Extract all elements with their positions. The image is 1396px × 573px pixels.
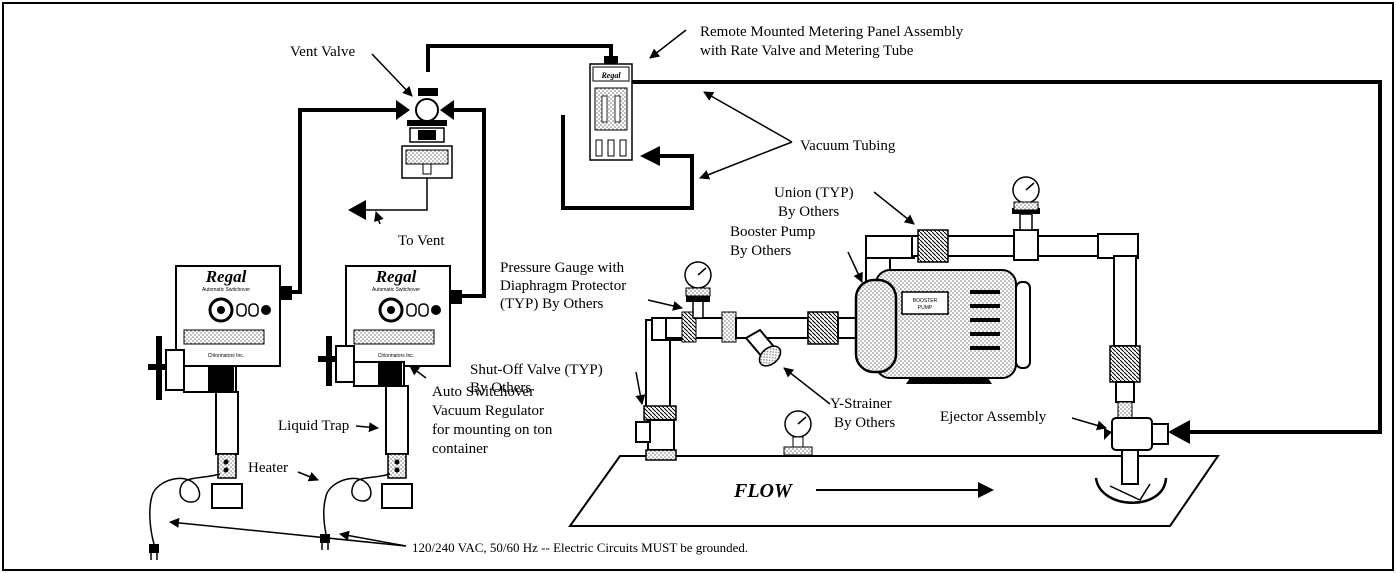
label-ystrainer-1: Y-Strainer	[830, 396, 892, 412]
label-gauge-3: (TYP) By Others	[500, 296, 603, 312]
label-gauge-1: Pressure Gauge with	[500, 260, 625, 276]
label-heater: Heater	[248, 460, 288, 476]
regulator-right-subtitle: Automatic Switchover	[372, 287, 420, 293]
leader-arrows	[169, 29, 1107, 547]
gauge-ground	[783, 410, 813, 456]
label-auto-4: container	[432, 441, 488, 457]
pump-plate-line1: BOOSTER	[913, 298, 938, 304]
label-shutoff-2: By Others	[470, 380, 531, 396]
to-vent-arrow	[348, 200, 366, 220]
label-booster-2: By Others	[730, 243, 791, 259]
flow-label: FLOW	[733, 480, 793, 502]
regulator-left-brand: Regal	[205, 267, 247, 286]
label-vacuum-tubing: Vacuum Tubing	[800, 138, 896, 154]
vacuum-tubing-lines	[290, 44, 1382, 434]
label-liquid-trap: Liquid Trap	[278, 418, 349, 434]
regulator-right-brand: Regal	[375, 267, 417, 286]
regulator-left-subtitle: Automatic Switchover	[202, 287, 250, 293]
vent-valve	[396, 88, 454, 179]
label-union-2: By Others	[778, 204, 839, 220]
process-piping	[635, 208, 1141, 461]
label-auto-2: Vacuum Regulator	[432, 403, 544, 419]
booster-pump: BOOSTER PUMP	[854, 269, 1031, 384]
pump-plate-line2: PUMP	[918, 305, 933, 311]
label-booster-1: Booster Pump	[730, 224, 815, 240]
label-union-1: Union (TYP)	[774, 185, 854, 201]
label-gauge-2: Diaphragm Protector	[500, 278, 626, 294]
label-vent-valve: Vent Valve	[290, 44, 355, 60]
label-auto-1: Auto Switchover	[432, 384, 534, 400]
label-to-vent: To Vent	[398, 233, 445, 249]
ground-plate: FLOW	[568, 455, 1220, 527]
gauge-left	[684, 261, 712, 297]
label-ejector: Ejector Assembly	[940, 409, 1047, 425]
label-ystrainer-2: By Others	[834, 415, 895, 431]
label-shutoff-1: Shut-Off Valve (TYP)	[470, 362, 603, 378]
panel-brand: Regal	[600, 71, 621, 80]
label-remote-panel-1: Remote Mounted Metering Panel Assembly	[700, 24, 964, 40]
remote-metering-panel: Regal	[589, 56, 660, 166]
regulator-left-maker: Chlorinators Inc.	[208, 353, 244, 359]
label-auto-3: for mounting on ton	[432, 422, 553, 438]
regulator-right: Regal Automatic Switchover Chlorinators …	[318, 265, 462, 550]
regulator-left: Regal Automatic Switchover Chlorinators …	[148, 265, 292, 560]
to-vent-line	[365, 178, 428, 211]
ejector-assembly	[1104, 417, 1190, 485]
regulator-right-maker: Chlorinators Inc.	[378, 353, 414, 359]
gauge-top	[1012, 176, 1040, 211]
label-remote-panel-2: with Rate Valve and Metering Tube	[700, 43, 914, 59]
label-electric: 120/240 VAC, 50/60 Hz -- Electric Circui…	[412, 540, 748, 555]
